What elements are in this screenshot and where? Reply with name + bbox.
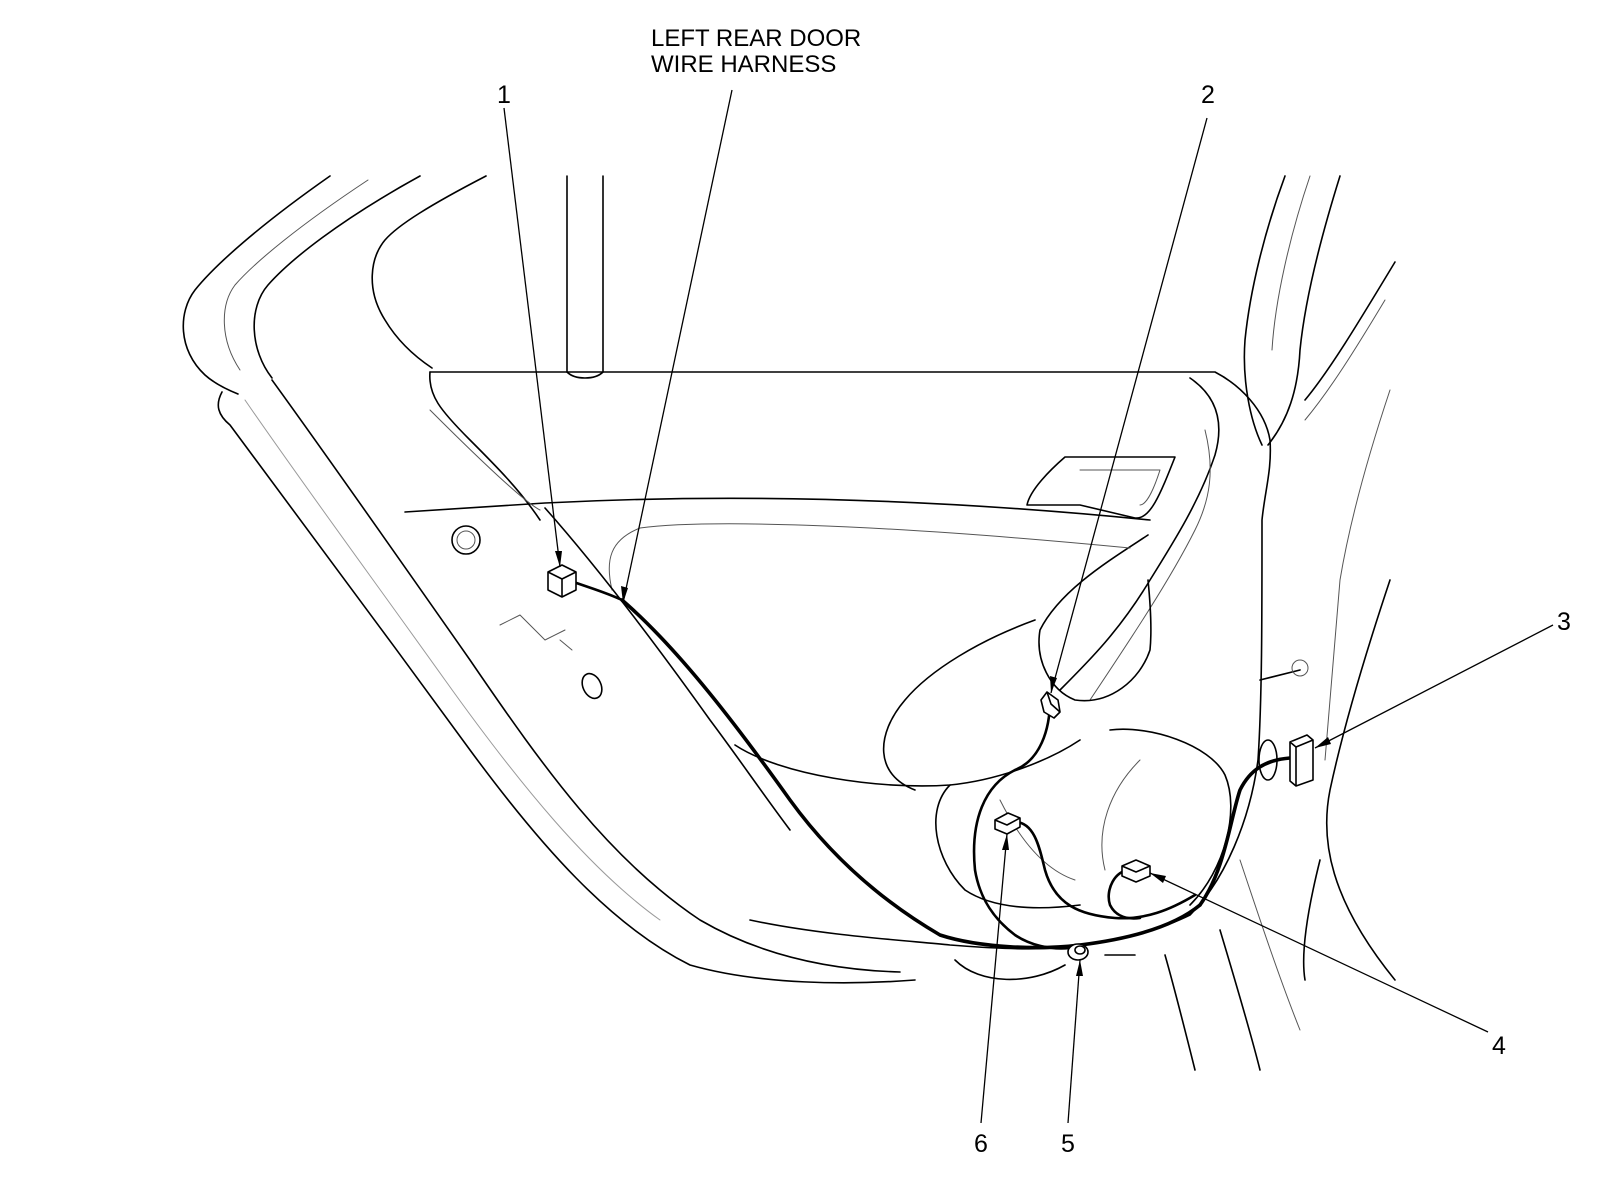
connector-2 [1040, 691, 1061, 719]
connector-6 [994, 812, 1021, 835]
leader-1 [503, 107, 561, 568]
callout-4: 4 [1492, 1032, 1506, 1060]
leader-5 [1067, 959, 1081, 1124]
callout-labels: 1 2 3 4 5 6 [497, 81, 1571, 1158]
callout-3: 3 [1557, 608, 1571, 636]
connector-3 [1289, 734, 1314, 787]
connector-5 [1067, 943, 1089, 961]
connector-4 [1121, 859, 1151, 883]
harness-title: LEFT REAR DOOR WIRE HARNESS [651, 25, 861, 78]
connector-1 [547, 564, 577, 598]
callout-6: 6 [974, 1130, 988, 1158]
body-outline-left [182, 175, 916, 984]
title-line-1: LEFT REAR DOOR [651, 25, 861, 52]
wire-harness [566, 578, 1292, 950]
callout-5: 5 [1061, 1130, 1075, 1158]
callout-1: 1 [497, 81, 511, 109]
leader-4 [1149, 872, 1489, 1033]
leader-3 [1314, 624, 1554, 749]
callout-2: 2 [1201, 81, 1215, 109]
title-line-2: WIRE HARNESS [651, 51, 836, 78]
leader-2 [1050, 117, 1208, 694]
leader-lines [503, 89, 1554, 1124]
door-panel [404, 371, 1272, 981]
leader-6 [980, 833, 1008, 1124]
leader-arrowheads [555, 551, 1331, 976]
body-outline-right [1164, 175, 1396, 1071]
leader-title [622, 89, 733, 604]
grommet [1258, 739, 1278, 781]
